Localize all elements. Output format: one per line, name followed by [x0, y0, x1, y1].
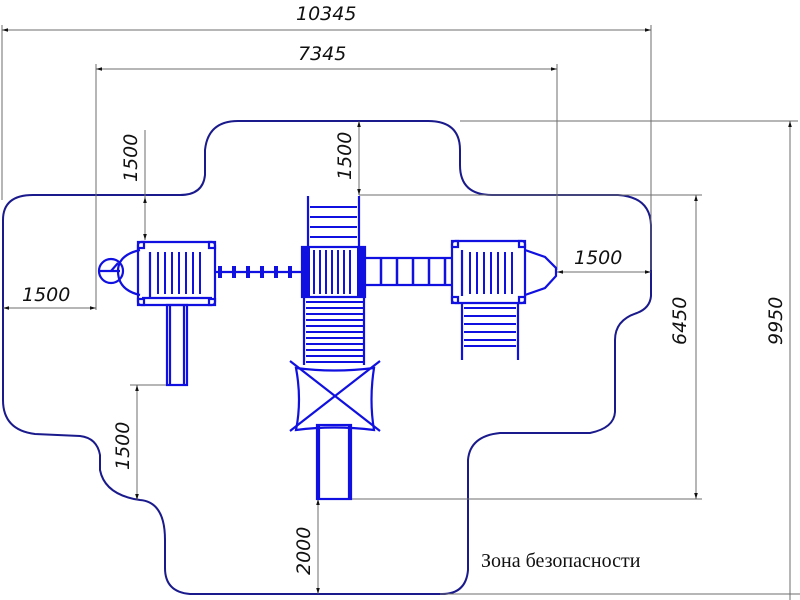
dim-label-6450: 6450 [669, 297, 691, 345]
dimension-equipment-width: 7345 [95, 43, 558, 310]
left-tower [136, 240, 217, 307]
dimension-clearance-top-left: 1500 [120, 130, 147, 240]
dim-label-1500-right: 1500 [574, 247, 622, 269]
left-slide [165, 303, 189, 387]
dimension-clearance-right: 1500 [557, 247, 651, 274]
dimension-equipment-height: 6450 [350, 194, 702, 500]
bottom-slide [315, 423, 353, 501]
dim-label-10345: 10345 [296, 3, 356, 25]
dim-label-1500-top-center: 1500 [334, 132, 356, 180]
dim-label-9950: 9950 [765, 297, 787, 345]
top-ladder [306, 196, 361, 247]
equipment [97, 196, 558, 501]
central-stairs [302, 297, 366, 365]
dim-label-1500-top-left: 1500 [120, 134, 142, 182]
dim-label-2000: 2000 [293, 527, 315, 575]
safety-zone-label: Зона безопасности [481, 550, 641, 572]
steering-wheel [97, 248, 141, 297]
dim-label-7345: 7345 [298, 43, 346, 65]
central-tower [300, 245, 367, 299]
rope-bridge [215, 266, 302, 278]
dimension-clearance-bottom-slide: 2000 [293, 499, 800, 595]
dimension-clearance-top-center: 1500 [334, 121, 560, 196]
bridge-ladder [365, 256, 452, 287]
dim-label-1500-bottom-left: 1500 [112, 422, 134, 470]
dimension-clearance-left: 1500 [3, 284, 96, 310]
lower-platform-roof [289, 360, 381, 432]
right-stairs [460, 303, 520, 360]
dimension-overall-height: 9950 [460, 120, 798, 600]
dimension-overall-width: 10345 [1, 3, 652, 270]
right-tower [450, 239, 558, 305]
dimension-clearance-bottom-left: 1500 [112, 384, 175, 500]
safety-zone-outline [2, 120, 652, 595]
dim-label-1500-left: 1500 [22, 284, 70, 306]
